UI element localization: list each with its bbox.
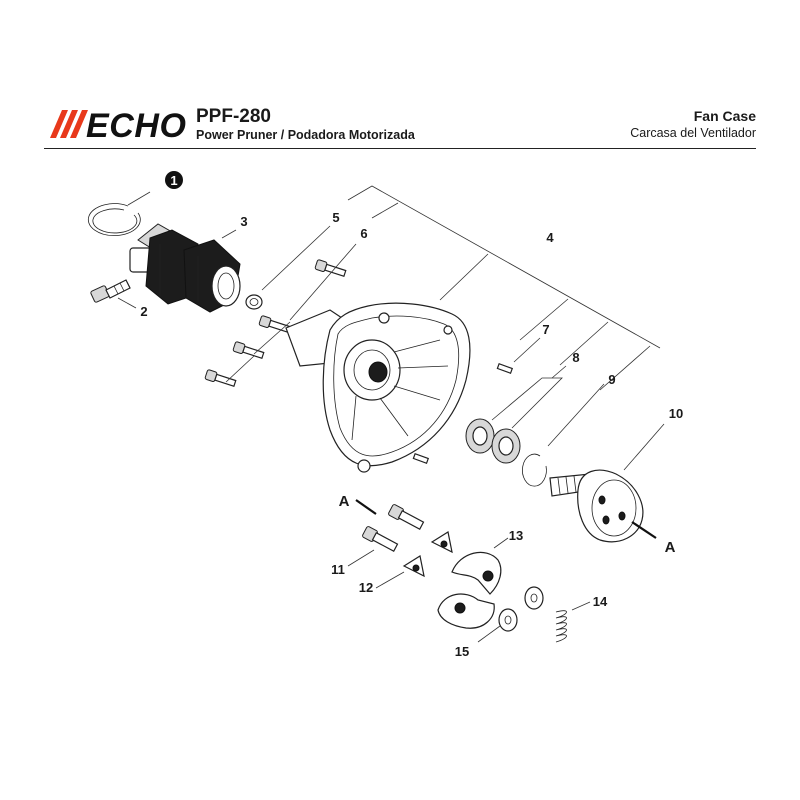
part-coupling-sleeve xyxy=(129,223,241,313)
callout-label-2[interactable]: 2 xyxy=(140,304,147,319)
part-snap-ring xyxy=(87,203,141,236)
part-washers-12 xyxy=(402,531,453,578)
part-washer-5 xyxy=(245,294,263,310)
callout-label-4[interactable]: 4 xyxy=(546,230,554,245)
assembly-bracket xyxy=(347,185,661,391)
callout-label-1: 1 xyxy=(170,173,177,188)
part-washers-15 xyxy=(498,586,544,632)
part-screws-6 xyxy=(204,259,347,388)
logo-stripes xyxy=(50,110,88,138)
callout-label-13[interactable]: 13 xyxy=(509,528,523,543)
callout-label-6[interactable]: 6 xyxy=(360,226,367,241)
callout-label-3[interactable]: 3 xyxy=(240,214,247,229)
section-title-es: Carcasa del Ventilador xyxy=(630,126,756,140)
part-clutch-shoes xyxy=(437,551,502,629)
callout-label-5[interactable]: 5 xyxy=(332,210,339,225)
reference-label-a-left: A xyxy=(339,493,350,510)
reference-label-a-right: A xyxy=(665,539,676,556)
echo-logo: ECHO xyxy=(50,108,186,140)
callout-label-15[interactable]: 15 xyxy=(455,644,469,659)
reference-marker-a-left: A xyxy=(339,493,377,515)
part-spring-14 xyxy=(555,610,567,643)
product-subtitle: Power Pruner / Podadora Motorizada xyxy=(196,128,415,142)
part-snap-ring-9 xyxy=(522,453,547,487)
section-title: Fan Case xyxy=(693,108,756,124)
model-number: PPF-280 xyxy=(196,106,271,127)
callout-label-10[interactable]: 10 xyxy=(669,406,683,421)
callout-label-8[interactable]: 8 xyxy=(572,350,579,365)
callout-label-14[interactable]: 14 xyxy=(593,594,608,609)
page-header: ECHO PPF-280 Power Pruner / Podadora Mot… xyxy=(44,104,756,149)
part-bolt-2 xyxy=(90,279,131,303)
part-bearings-8 xyxy=(465,418,521,464)
reference-marker-a-right: A xyxy=(631,521,676,556)
callout-badge-1[interactable]: 1 xyxy=(165,171,183,189)
logo-wordmark: ECHO xyxy=(86,108,186,140)
part-fan-case xyxy=(285,302,471,473)
callout-label-9[interactable]: 9 xyxy=(608,372,615,387)
part-clutch-drum xyxy=(549,469,644,543)
callout-label-12[interactable]: 12 xyxy=(359,580,373,595)
part-shoulder-bolts-11 xyxy=(362,504,425,552)
callout-label-11[interactable]: 11 xyxy=(331,562,345,577)
callout-label-7[interactable]: 7 xyxy=(542,322,549,337)
part-pins-7 xyxy=(412,362,514,464)
